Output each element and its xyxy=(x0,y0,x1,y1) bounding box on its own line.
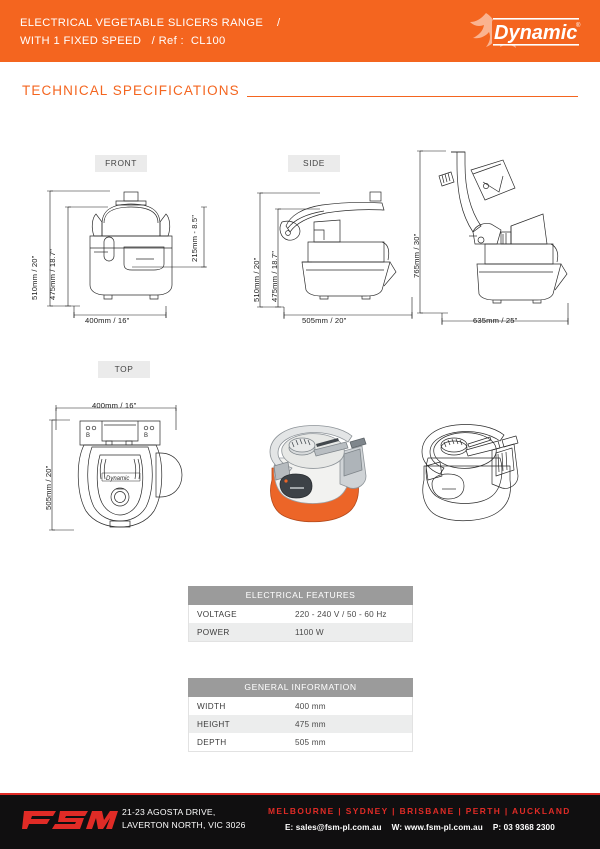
fsm-logo xyxy=(22,807,118,833)
product-line-render xyxy=(408,418,528,530)
table-cell-value: 220 - 240 V / 50 - 60 Hz xyxy=(295,609,387,619)
front-dimension-lines xyxy=(26,185,226,327)
front-width-label: 400mm / 16" xyxy=(85,316,130,325)
section-title: TECHNICAL SPECIFICATIONS xyxy=(22,83,240,98)
footer-phone[interactable]: P: 03 9368 2300 xyxy=(492,823,555,832)
product-title-line2: WITH 1 FIXED SPEED / Ref : CL100 xyxy=(20,35,226,47)
footer-web[interactable]: W: www.fsm-pl.com.au xyxy=(391,823,483,832)
front-upper-height-label: 215mm - 8.5" xyxy=(190,214,199,262)
side-dimension-lines xyxy=(248,185,423,327)
product-color-render xyxy=(258,418,376,530)
footer-contact: E: sales@fsm-pl.com.au W: www.fsm-pl.com.… xyxy=(285,823,565,832)
dynamic-logo: Dynamic ® xyxy=(468,9,586,55)
table-row: HEIGHT 475 mm xyxy=(189,715,412,733)
side-depth-label: 505mm / 20" xyxy=(302,316,347,325)
table-row: DEPTH 505 mm xyxy=(189,733,412,751)
general-information-table: GENERAL INFORMATION WIDTH 400 mm HEIGHT … xyxy=(188,678,413,752)
table-row: VOLTAGE 220 - 240 V / 50 - 60 Hz xyxy=(189,605,412,623)
top-depth-label: 505mm / 20" xyxy=(44,465,53,510)
svg-text:B: B xyxy=(86,433,90,439)
table-cell-key: DEPTH xyxy=(197,737,227,747)
open-depth-label: 635mm / 25" xyxy=(473,316,518,325)
footer-cities: MELBOURNE | SYDNEY | BRISBANE | PERTH | … xyxy=(268,806,571,816)
side-body-height-label: 475mm / 18.7" xyxy=(270,250,279,302)
top-view-drawing: B B Dynamic xyxy=(68,415,208,530)
svg-text:Dynamic: Dynamic xyxy=(106,476,129,482)
footer-email[interactable]: E: sales@fsm-pl.com.au xyxy=(285,823,382,832)
table-cell-value: 475 mm xyxy=(295,719,326,729)
page-header: ELECTRICAL VEGETABLE SLICERS RANGE / WITH… xyxy=(0,0,600,62)
product-title-line1: ELECTRICAL VEGETABLE SLICERS RANGE / xyxy=(20,17,281,29)
front-body-height-label: 475mm / 18.7" xyxy=(48,248,57,300)
svg-text:B: B xyxy=(144,433,148,439)
general-information-table-body: WIDTH 400 mm HEIGHT 475 mm DEPTH 505 mm xyxy=(188,697,413,752)
svg-text:Dynamic: Dynamic xyxy=(494,22,577,44)
table-row: POWER 1100 W xyxy=(189,623,412,641)
electrical-features-table: ELECTRICAL FEATURES VOLTAGE 220 - 240 V … xyxy=(188,586,413,642)
open-dimension-lines xyxy=(408,145,588,333)
footer-address-line2: LAVERTON NORTH, VIC 3026 xyxy=(122,820,246,830)
front-total-height-label: 510mm / 20" xyxy=(30,255,39,300)
side-view-drawing xyxy=(278,190,408,305)
view-badge-front: FRONT xyxy=(95,155,147,172)
table-cell-key: POWER xyxy=(197,627,230,637)
section-title-rule xyxy=(247,96,578,97)
view-badge-top: TOP xyxy=(98,361,150,378)
table-cell-key: WIDTH xyxy=(197,701,226,711)
product-title: ELECTRICAL VEGETABLE SLICERS RANGE / WITH… xyxy=(20,14,280,50)
footer-address-line1: 21-23 AGOSTA DRIVE, xyxy=(122,807,216,817)
footer-address: 21-23 AGOSTA DRIVE, LAVERTON NORTH, VIC … xyxy=(122,806,246,832)
table-cell-value: 505 mm xyxy=(295,737,326,747)
front-view-drawing xyxy=(52,190,212,305)
open-view-drawing xyxy=(437,148,587,308)
top-width-label: 400mm / 16" xyxy=(92,401,137,410)
svg-text:®: ® xyxy=(576,22,581,29)
side-total-height-label: 510mm / 20" xyxy=(252,257,261,302)
table-cell-value: 400 mm xyxy=(295,701,326,711)
footer-accent-rule xyxy=(0,793,600,795)
table-cell-value: 1100 W xyxy=(295,627,324,637)
general-information-table-title: GENERAL INFORMATION xyxy=(188,678,413,697)
electrical-features-table-body: VOLTAGE 220 - 240 V / 50 - 60 Hz POWER 1… xyxy=(188,605,413,642)
table-cell-key: VOLTAGE xyxy=(197,609,237,619)
open-total-height-label: 765mm / 30" xyxy=(412,233,421,278)
view-badge-side: SIDE xyxy=(288,155,340,172)
top-dimension-lines xyxy=(40,398,225,538)
electrical-features-table-title: ELECTRICAL FEATURES xyxy=(188,586,413,605)
table-row: WIDTH 400 mm xyxy=(189,697,412,715)
table-cell-key: HEIGHT xyxy=(197,719,231,729)
page-footer: 21-23 AGOSTA DRIVE, LAVERTON NORTH, VIC … xyxy=(0,793,600,849)
